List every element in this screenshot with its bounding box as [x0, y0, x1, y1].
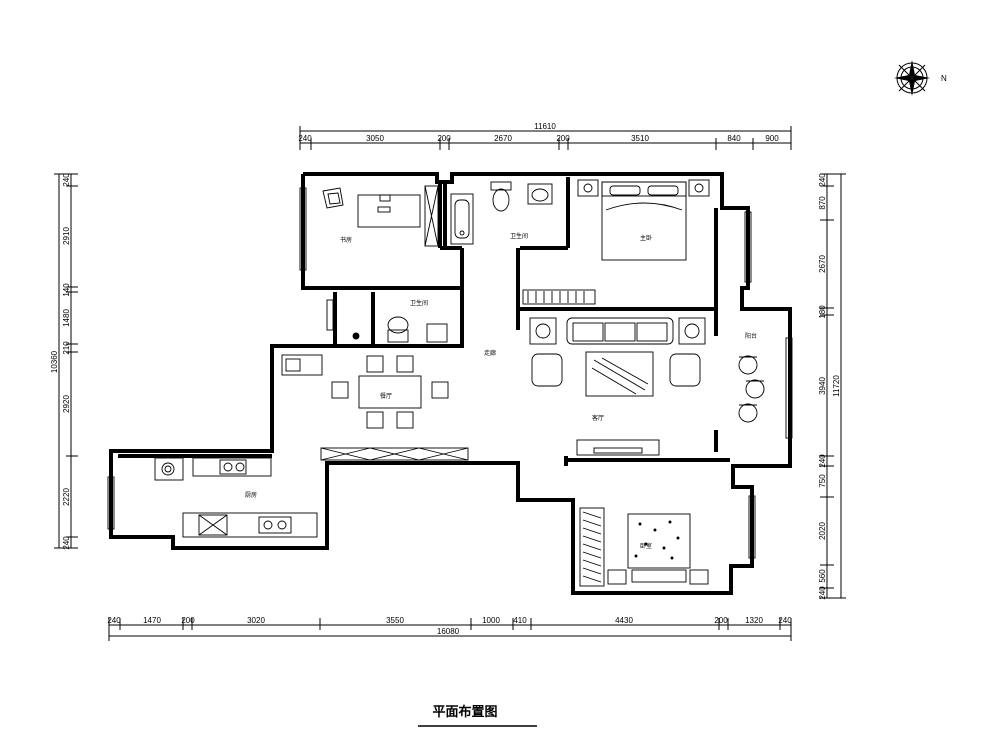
- dim-right-seg: 560: [818, 569, 827, 583]
- room-label-study: 书房: [340, 236, 352, 244]
- dim-left-seg: 140: [62, 283, 71, 297]
- dim-top-seg: 200: [437, 134, 451, 143]
- dim-top-total: 11610: [534, 122, 556, 131]
- dim-top-seg: 840: [727, 134, 741, 143]
- dim-top-seg: 240: [298, 134, 312, 143]
- room-label-kitchen: 厨房: [245, 491, 257, 499]
- dim-bottom-seg: 240: [778, 616, 792, 625]
- dim-bottom-seg: 200: [714, 616, 728, 625]
- dim-bottom-seg: 410: [513, 616, 527, 625]
- dim-bottom-seg: 1470: [143, 616, 161, 625]
- dining-furniture: [281, 354, 469, 461]
- dim-right-seg: 240: [818, 173, 827, 187]
- dim-right-seg: 750: [818, 474, 827, 488]
- drawing-title: 平面布置图: [432, 704, 497, 720]
- room-label-master-bedroom: 主卧: [640, 234, 652, 242]
- dim-left-seg: 240: [62, 536, 71, 550]
- dim-bottom-total: 16080: [437, 627, 460, 636]
- dim-left-seg: 2920: [62, 395, 71, 413]
- dim-left-seg: 2220: [62, 488, 71, 506]
- dim-bottom-seg: 3020: [247, 616, 265, 625]
- balcony-furniture: [738, 355, 765, 423]
- kitchen-fixtures: [154, 457, 318, 538]
- dim-right-seg: 180: [818, 305, 827, 319]
- dim-bottom-seg: 1320: [745, 616, 763, 625]
- dim-top-seg: 3050: [366, 134, 384, 143]
- master-bedroom-furniture: [522, 179, 710, 305]
- dim-right-total: 11720: [832, 375, 841, 397]
- dimension-bottom: [108, 618, 792, 641]
- dim-top-seg: 2670: [494, 134, 512, 143]
- dim-right-seg: 240: [818, 454, 827, 468]
- dim-left-seg: 1480: [62, 309, 71, 327]
- bathroom-fixtures: [450, 181, 553, 245]
- dimension-left: [54, 173, 78, 549]
- dim-right-seg: 3940: [818, 377, 827, 395]
- dim-bottom-seg: 4430: [615, 616, 633, 625]
- bedroom-furniture: [579, 507, 709, 587]
- room-label-balcony: 阳台: [745, 332, 757, 340]
- walls: [109, 172, 792, 595]
- compass-icon: [894, 60, 930, 96]
- guest-toilet-fixtures: [352, 316, 448, 343]
- dim-top-seg: 3510: [631, 134, 649, 143]
- dim-right-seg: 870: [818, 196, 827, 210]
- room-label-bedroom: 卧室: [640, 542, 652, 550]
- study-furniture: [322, 185, 439, 247]
- room-label-guest-toilet: 卫生间: [410, 299, 428, 307]
- dim-left-seg: 2910: [62, 227, 71, 245]
- dim-right-seg: 2670: [818, 255, 827, 273]
- dim-bottom-seg: 1000: [482, 616, 500, 625]
- dim-bottom-seg: 200: [181, 616, 195, 625]
- dim-left-seg: 210: [62, 341, 71, 355]
- dimension-right: [820, 173, 846, 599]
- dim-left-total: 10360: [50, 350, 59, 373]
- compass-north-label: N: [941, 74, 947, 83]
- dim-right-seg: 2020: [818, 522, 827, 540]
- dim-left-seg: 240: [62, 173, 71, 187]
- room-label-corridor: 走廊: [484, 349, 496, 357]
- dim-bottom-seg: 3550: [386, 616, 404, 625]
- dim-top-seg: 900: [765, 134, 779, 143]
- room-label-bathroom: 卫生间: [510, 232, 528, 240]
- dim-bottom-seg: 240: [107, 616, 121, 625]
- dim-right-seg: 240: [818, 586, 827, 600]
- living-furniture: [529, 317, 706, 456]
- windows: [107, 187, 793, 559]
- dimension-top: [299, 126, 792, 150]
- dim-top-seg: 200: [556, 134, 570, 143]
- room-label-living: 客厅: [592, 414, 604, 422]
- room-label-dining: 餐厅: [380, 392, 392, 400]
